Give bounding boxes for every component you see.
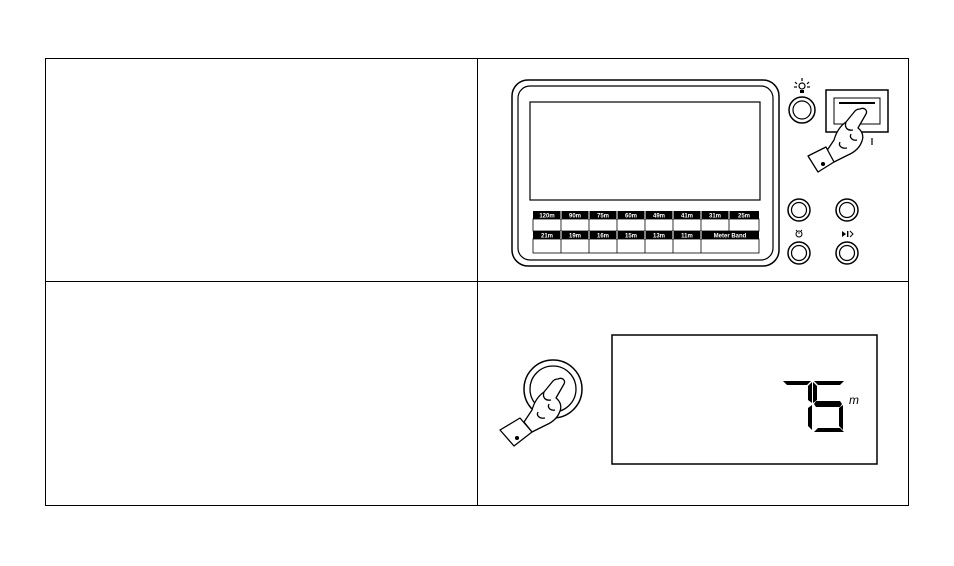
band-label: 60m	[625, 214, 637, 220]
band-label: 75m	[597, 214, 609, 220]
tuning-button-upper-left[interactable]	[787, 198, 811, 222]
band-label: 90m	[569, 214, 581, 220]
band-label: 21m	[541, 234, 553, 240]
band-label-meter-band: Meter Band	[714, 234, 747, 240]
band-label: 41m	[681, 214, 693, 220]
band-label: 49m	[653, 214, 665, 220]
light-icon	[794, 78, 810, 93]
band-label: 11m	[681, 234, 693, 240]
seven-segment-digit	[783, 381, 812, 430]
lcd-screen	[529, 101, 761, 201]
instruction-cell-step-1	[45, 58, 478, 282]
band-label: 15m	[625, 234, 637, 240]
play-pause-icon	[842, 230, 854, 238]
seven-segment-digit	[813, 381, 844, 432]
pointing-hand-icon	[807, 107, 868, 173]
band-label: 25m	[738, 214, 750, 220]
band-label: 19m	[569, 234, 581, 240]
band-label: 120m	[539, 214, 554, 220]
unit-label: m	[849, 393, 859, 407]
alarm-clock-icon	[795, 229, 803, 238]
tuning-button-upper-right[interactable]	[835, 198, 859, 222]
radio-front-panel: 120m 90m 75m 60m 49m 41m 31m 25m 21m 19m…	[511, 78, 889, 267]
band-label: 31m	[709, 214, 721, 220]
pointing-hand-icon	[499, 377, 566, 447]
meter-band-strip: 120m 90m 75m 60m 49m 41m 31m 25m 21m 19m…	[532, 211, 760, 254]
play-pause-button[interactable]	[835, 241, 859, 265]
band-label: 13m	[653, 234, 665, 240]
instruction-cell-step-2	[45, 281, 478, 506]
alarm-button[interactable]	[787, 241, 811, 265]
band-label: 16m	[597, 234, 609, 240]
light-button[interactable]	[788, 96, 816, 124]
lcd-readout-panel: m	[611, 334, 878, 465]
